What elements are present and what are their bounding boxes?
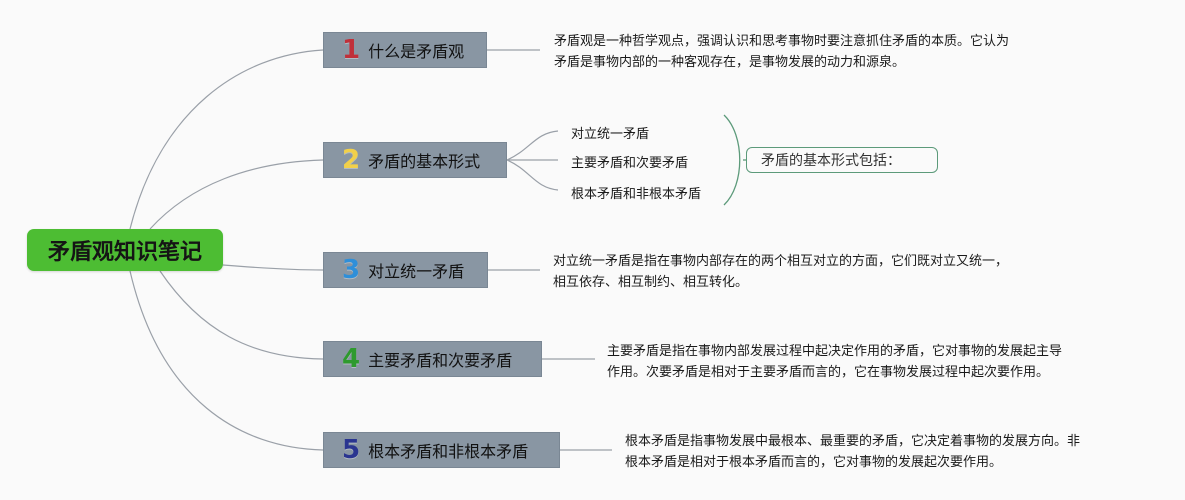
topic-1-description: 矛盾观是一种哲学观点，强调认识和思考事物时要注意抓住矛盾的本质。它认为 矛盾是事… (554, 31, 1009, 73)
desc-line: 根本矛盾是指事物发展中最根本、最重要的矛盾，它决定着事物的发展方向。非 (625, 434, 1081, 449)
topic-label: 对立统一矛盾 (368, 262, 465, 281)
desc-line: 主要矛盾是指在事物内部发展过程中起决定作用的矛盾，它对事物的发展起主导 (607, 344, 1063, 359)
topic-label: 根本矛盾和非根本矛盾 (368, 442, 529, 461)
topic-4[interactable]: 4 主要矛盾和次要矛盾 (323, 341, 542, 377)
link-root-topic-2 (149, 159, 324, 230)
root-topic[interactable]: 矛盾观知识笔记 (27, 229, 223, 271)
link-root-topic-4 (159, 270, 324, 360)
topic-5[interactable]: 5 根本矛盾和非根本矛盾 (323, 432, 560, 468)
summary-label[interactable]: 矛盾的基本形式包括： (746, 147, 938, 173)
topic-label: 主要矛盾和次要矛盾 (368, 351, 513, 370)
number-4-icon: 4 (342, 344, 361, 374)
link-root-topic-3 (222, 264, 324, 271)
desc-line: 作用。次要矛盾是相对于主要矛盾而言的，它在事物发展过程中起次要作用。 (607, 365, 1050, 380)
link-root-topic-5 (129, 270, 324, 451)
desc-line: 对立统一矛盾是指在事物内部存在的两个相互对立的方面，它们既对立又统一， (553, 254, 1009, 269)
number-5-icon: 5 (342, 435, 361, 465)
subtopic-fundamental-nonfundamental[interactable]: 根本矛盾和非根本矛盾 (571, 187, 702, 202)
summary-brace (723, 114, 741, 206)
topic-4-description: 主要矛盾是指在事物内部发展过程中起决定作用的矛盾，它对事物的发展起主导 作用。次… (607, 341, 1062, 383)
topic-label: 矛盾的基本形式 (368, 152, 481, 171)
topic-label: 什么是矛盾观 (368, 42, 465, 61)
number-2-icon: 2 (342, 145, 361, 175)
desc-line: 根本矛盾是相对于根本矛盾而言的，它对事物的发展起次要作用。 (625, 455, 1003, 470)
topic-3[interactable]: 3 对立统一矛盾 (323, 252, 488, 288)
subtopic-principal-secondary[interactable]: 主要矛盾和次要矛盾 (571, 156, 689, 171)
link-root-topic-1 (129, 49, 324, 230)
link-topic-2-sub-1 (506, 130, 559, 161)
number-1-icon: 1 (342, 35, 361, 65)
subtopic-opposition-unity[interactable]: 对立统一矛盾 (571, 127, 650, 142)
topic-5-description: 根本矛盾是指事物发展中最根本、最重要的矛盾，它决定着事物的发展方向。非 根本矛盾… (625, 431, 1080, 473)
number-3-icon: 3 (342, 255, 361, 285)
desc-line: 矛盾是事物内部的一种客观存在，是事物发展的动力和源泉。 (554, 55, 906, 70)
topic-2[interactable]: 2 矛盾的基本形式 (323, 142, 507, 178)
desc-line: 矛盾观是一种哲学观点，强调认识和思考事物时要注意抓住矛盾的本质。它认为 (554, 34, 1010, 49)
topic-3-description: 对立统一矛盾是指在事物内部存在的两个相互对立的方面，它们既对立又统一， 相互依存… (553, 251, 1008, 293)
desc-line: 相互依存、相互制约、相互转化。 (553, 275, 749, 290)
topic-1[interactable]: 1 什么是矛盾观 (323, 32, 487, 68)
link-topic-2-sub-3 (506, 159, 559, 191)
